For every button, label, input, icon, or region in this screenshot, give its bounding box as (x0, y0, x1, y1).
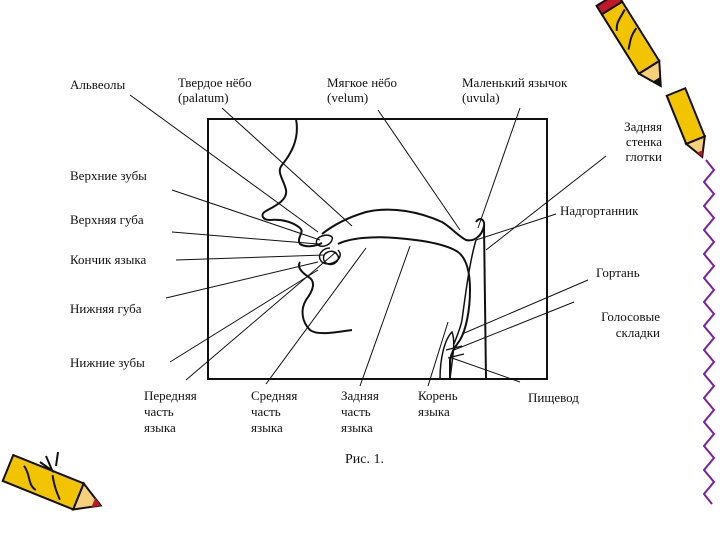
label-back-tongue-2: часть (341, 404, 371, 419)
vocal-folds (445, 345, 465, 359)
leader-lines (129, 94, 607, 387)
label-middle-tongue-3: языка (251, 420, 283, 435)
upper-teeth-shape (315, 234, 334, 247)
label-middle-tongue-1: Средняя (251, 388, 298, 403)
sparkle-icon (39, 451, 59, 473)
label-front-tongue-3: языка (144, 420, 176, 435)
label-uvula: Маленький язычок (462, 75, 568, 90)
pencil-icon-top-right (595, 0, 662, 88)
pencil-icon-bottom-left (1, 453, 103, 511)
label-front-tongue-1: Передняя (144, 388, 197, 403)
palate (321, 208, 486, 242)
label-soft-palate: Мягкое нёбо (327, 75, 398, 90)
lower-teeth-shape (322, 250, 340, 266)
label-hard-palate: Твердое нёбо (178, 75, 252, 90)
purple-zigzag-border (702, 159, 716, 505)
label-front-tongue-2: часть (144, 404, 174, 419)
label-uvula-latin: (uvula) (462, 90, 500, 105)
label-hard-palate-latin: (palatum) (178, 90, 229, 105)
label-esophagus: Пищевод (528, 390, 579, 405)
label-pharynx-wall-1: Задняя (624, 119, 662, 134)
larynx (439, 330, 455, 380)
label-back-tongue-1: Задняя (341, 388, 379, 403)
label-soft-palate-latin: (velum) (327, 90, 369, 105)
diagram-frame (207, 118, 548, 380)
figure-caption: Рис. 1. (345, 452, 384, 467)
label-lower-teeth: Нижние зубы (70, 355, 145, 370)
label-upper-lip: Верхняя губа (70, 212, 144, 227)
label-larynx: Гортань (596, 265, 640, 280)
tongue-inner (318, 247, 341, 265)
label-tongue-root-1: Корень (418, 388, 458, 403)
label-pharynx-wall-2: стенка (625, 134, 662, 149)
label-middle-tongue-2: часть (251, 404, 281, 419)
label-alveoly: Альвеолы (70, 77, 126, 92)
epiglottis (453, 239, 477, 345)
label-upper-teeth: Верхние зубы (70, 168, 147, 183)
label-tongue-tip: Кончик языка (70, 252, 147, 267)
label-vocal-folds-2: складки (615, 325, 660, 340)
label-vocal-folds-1: Голосовые (601, 309, 660, 324)
label-tongue-root-2: языка (418, 404, 450, 419)
pharynx-back-wall (483, 225, 487, 380)
label-pharynx-wall-3: глотки (625, 149, 662, 164)
face-profile (261, 118, 323, 248)
label-lower-lip: Нижняя губа (70, 301, 142, 316)
label-back-tongue-3: языка (341, 420, 373, 435)
lower-lip-chin (298, 261, 353, 335)
tongue (337, 236, 472, 379)
label-epiglottis: Надгортанник (560, 203, 639, 218)
pencil-icon-top-right-lower (665, 86, 707, 159)
